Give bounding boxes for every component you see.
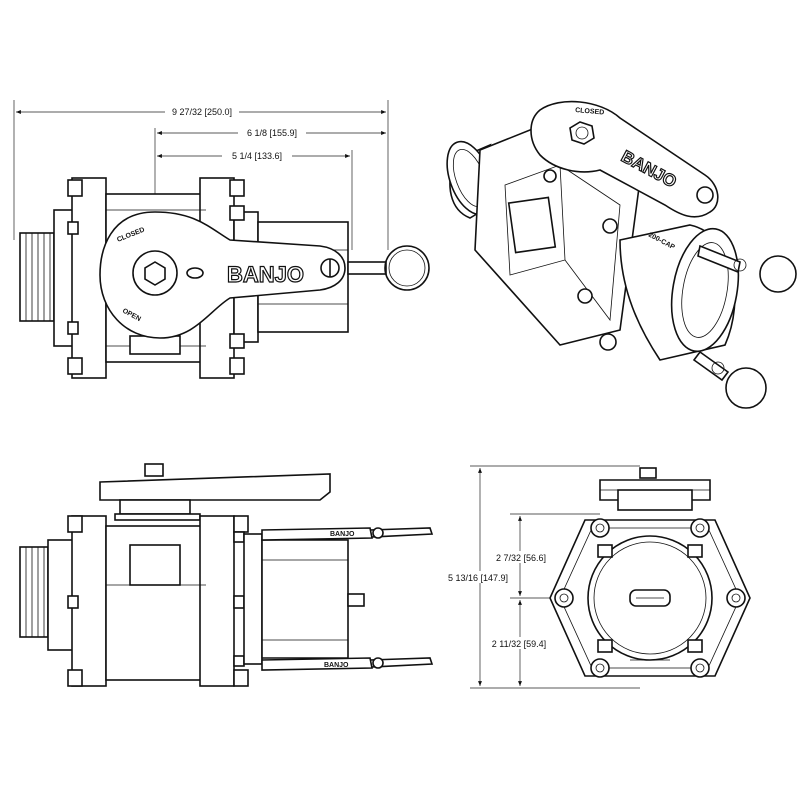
dimension-lower-height: 2 11/32 [59.4] (486, 600, 552, 686)
top-view: 9 27/32 [250.0] 6 1/8 [155.9] 5 1/4 [133… (13, 100, 430, 379)
pull-ring (347, 245, 430, 291)
isometric-view: 200-CAP BANJO CLOSED (446, 100, 797, 409)
handle-brand-label: BANJO (227, 262, 304, 287)
side-cam-brand-bottom: BANJO (324, 662, 349, 669)
side-view: BANJO BANJO (19, 463, 434, 687)
dim-lower-height-label: 2 11/32 [59.4] (492, 639, 546, 649)
dim-overall-length-label: 9 27/32 [250.0] (172, 107, 232, 117)
iso-handle-closed-label: CLOSED (575, 107, 605, 117)
dim-length-to-cap-label: 5 1/4 [133.6] (232, 151, 282, 161)
dim-overall-height-label: 5 13/16 [147.9] (448, 573, 508, 583)
front-view: 5 13/16 [147.9] 2 7/32 [56.6] 2 11/32 [5… (440, 465, 751, 689)
flange-bolts (554, 518, 746, 678)
dimension-length-to-cap: 5 1/4 [133.6] (157, 149, 353, 250)
valve-handle: BANJO CLOSED OPEN (99, 211, 346, 339)
side-cam-brand-top: BANJO (330, 531, 355, 538)
dim-length-to-handle-label: 6 1/8 [155.9] (247, 128, 297, 138)
dimension-overall-length: 9 27/32 [250.0] (13, 100, 389, 250)
dim-upper-height-label: 2 7/32 [56.6] (496, 553, 546, 563)
dimension-length-to-handle: 6 1/8 [155.9] (154, 126, 386, 250)
threaded-inlet (19, 232, 55, 322)
dimension-overall-height: 5 13/16 [147.9] (440, 465, 640, 689)
